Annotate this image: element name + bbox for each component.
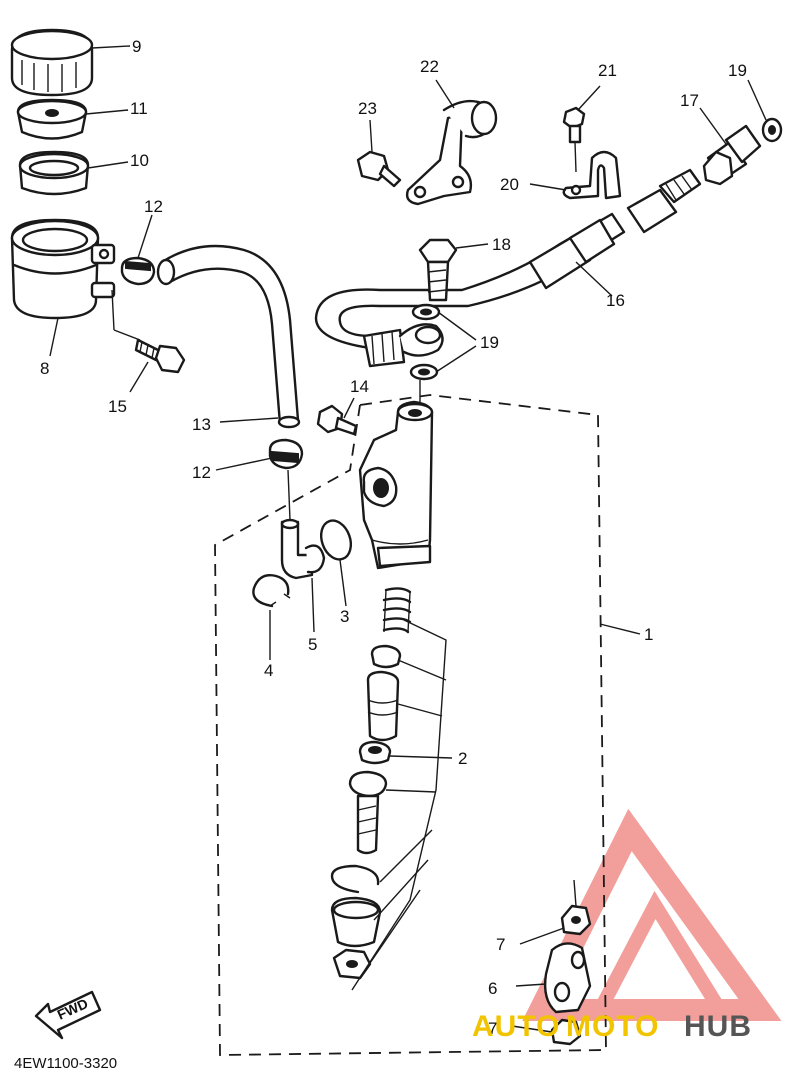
part-20-hose-clamp	[529, 150, 622, 200]
part-18-union-bolt	[418, 238, 489, 302]
part-16-brake-hose	[314, 168, 702, 368]
callout-7-lower: 7	[488, 1019, 497, 1038]
watermark-hub: HUB	[684, 1010, 752, 1043]
part-15-screw	[129, 338, 186, 393]
callout-4: 4	[264, 661, 273, 680]
part-22-hose-holder	[405, 79, 498, 206]
callout-8: 8	[40, 359, 49, 378]
assembly-boundary-dashed	[214, 394, 607, 1056]
callout-13: 13	[192, 415, 211, 434]
callout-7-upper: 7	[496, 935, 505, 954]
fwd-arrow-icon: FWD	[34, 990, 102, 1040]
callout-21: 21	[598, 61, 617, 80]
watermark-auto: AUTO	[472, 1010, 560, 1043]
part-17-fitting	[699, 107, 762, 186]
part-7-nut-upper	[519, 879, 592, 945]
part-19-washers-lower	[409, 303, 477, 404]
callout-2: 2	[458, 749, 467, 768]
callout-10: 10	[130, 151, 149, 170]
callout-14: 14	[350, 377, 369, 396]
part-23-bolt	[356, 119, 402, 188]
callout-18: 18	[492, 235, 511, 254]
part-12-hose-clip-upper	[111, 214, 156, 341]
drawing-code: 4EW1100-3320	[14, 1055, 117, 1072]
callout-17: 17	[680, 91, 699, 110]
master-cylinder-body	[358, 400, 434, 570]
callout-3: 3	[340, 607, 349, 626]
callout-16: 16	[606, 291, 625, 310]
part-7-nut-lower	[511, 1018, 582, 1046]
part-14-bleed-bolt	[316, 397, 358, 436]
callout-12-lower: 12	[192, 463, 211, 482]
part-3-o-ring	[319, 519, 353, 607]
callout-15: 15	[108, 397, 127, 416]
part-21-bolt	[562, 85, 601, 173]
callout-5: 5	[308, 635, 317, 654]
callout-11: 11	[130, 99, 148, 118]
callout-19-lower: 19	[480, 333, 499, 352]
callout-20: 20	[500, 175, 519, 194]
part-13-reservoir-hose	[156, 244, 301, 429]
callout-23: 23	[358, 99, 377, 118]
callout-22: 22	[420, 57, 439, 76]
part-10-seal-ring	[18, 150, 129, 196]
part-9-reservoir-cap	[10, 28, 131, 97]
part-8-reservoir-tank	[10, 218, 116, 357]
part-4-circlip	[252, 574, 291, 660]
watermark-moto: MOTO	[566, 1010, 659, 1043]
part-5-hose-joint	[280, 518, 326, 633]
callout-6: 6	[488, 979, 497, 998]
part-6-clevis	[515, 942, 592, 1014]
callout-19-upper: 19	[728, 61, 747, 80]
callout-9: 9	[132, 37, 141, 56]
part-12-hose-clip-lower	[215, 438, 304, 521]
part-11-diaphragm	[16, 98, 129, 140]
part-19-washer-upper	[747, 79, 783, 143]
callout-labels: 9 11 10 12 8 15 13 12 14 4 5 3 2 1 23 22…	[40, 37, 747, 1038]
callout-1: 1	[644, 625, 653, 644]
part-2-piston-kit	[330, 587, 453, 991]
callout-12-upper: 12	[144, 197, 163, 216]
watermark-text: AUTO MOTO HUB	[472, 1010, 752, 1043]
